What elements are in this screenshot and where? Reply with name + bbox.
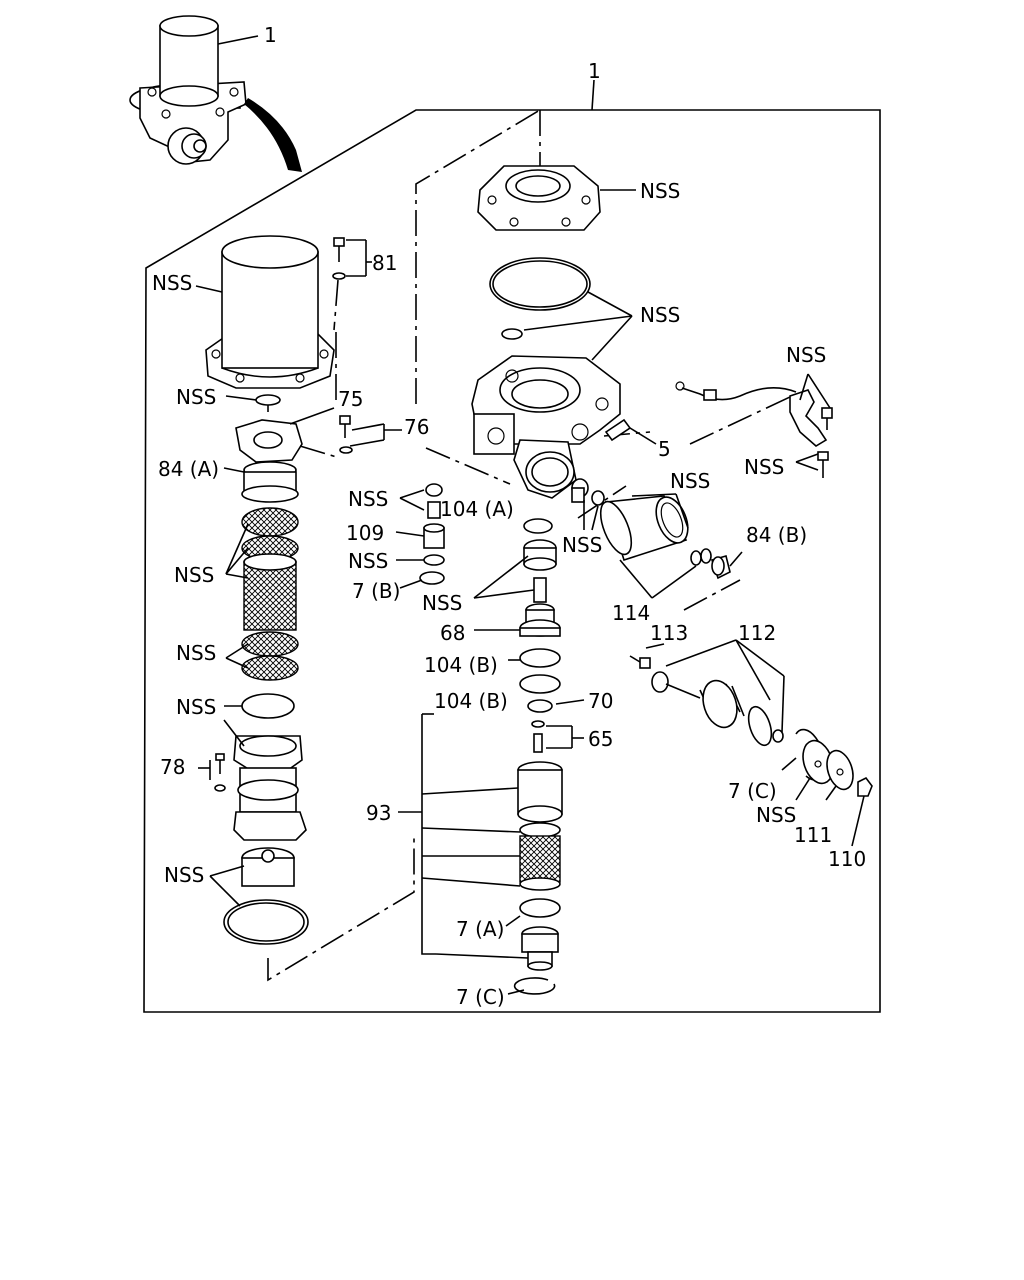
callout-nss-valve: NSS <box>670 469 710 493</box>
callout-nss-cartridge: NSS <box>152 271 192 295</box>
callout-nss-housing: NSS <box>176 695 216 719</box>
callout-5: 5 <box>658 437 671 461</box>
zoom-arrow <box>244 98 302 172</box>
callout-7c-bottom: 7 (C) <box>456 985 505 1009</box>
callout-76: 76 <box>404 415 429 439</box>
callout-78: 78 <box>160 755 185 779</box>
callout-104a: 104 (A) <box>440 497 514 521</box>
callout-1-main: 1 <box>588 59 601 83</box>
callout-110: 110 <box>828 847 866 871</box>
callout-nss-cap: NSS <box>348 487 388 511</box>
callout-nss-right: NSS <box>756 803 796 827</box>
callout-84a: 84 (A) <box>158 457 219 481</box>
callout-nss-filter: NSS <box>174 563 214 587</box>
callout-68: 68 <box>440 621 465 645</box>
callout-109: 109 <box>346 521 384 545</box>
callout-nss-sensor: NSS <box>786 343 826 367</box>
callout-113: 113 <box>650 621 688 645</box>
inset-assembly <box>129 15 302 172</box>
callout-nss-sleeve: NSS <box>422 591 462 615</box>
diagram-frame <box>143 79 881 1013</box>
callout-114: 114 <box>612 601 650 625</box>
callout-65: 65 <box>588 727 613 751</box>
callout-75: 75 <box>338 387 363 411</box>
callout-104b-2: 104 (B) <box>434 689 508 713</box>
callout-nss-fitting: NSS <box>562 533 602 557</box>
callout-7c-right: 7 (C) <box>728 779 777 803</box>
callout-7a: 7 (A) <box>456 917 504 941</box>
callout-112: 112 <box>738 621 776 645</box>
center-column-parts <box>395 165 657 995</box>
left-column-parts <box>195 235 402 945</box>
callout-nss-lower-mesh: NSS <box>176 641 216 665</box>
callout-nss-washer: NSS <box>176 385 216 409</box>
right-side-parts <box>571 373 873 847</box>
callout-81: 81 <box>372 251 397 275</box>
callout-nss-rings: NSS <box>640 303 680 327</box>
callout-104b-1: 104 (B) <box>424 653 498 677</box>
callout-111: 111 <box>794 823 832 847</box>
callout-70: 70 <box>588 689 613 713</box>
callout-1-inset: 1 <box>264 23 277 47</box>
callout-84b: 84 (B) <box>746 523 807 547</box>
callout-nss-small: NSS <box>348 549 388 573</box>
callout-labels: 1 1 NSS 81 NSS NSS NSS 75 76 84 (A) NSS … <box>152 23 866 1009</box>
callout-nss-cover-plate: NSS <box>640 179 680 203</box>
callout-93: 93 <box>366 801 391 825</box>
callout-7b: 7 (B) <box>352 579 400 603</box>
callout-nss-sensor-screw: NSS <box>744 455 784 479</box>
callout-nss-bottom: NSS <box>164 863 204 887</box>
